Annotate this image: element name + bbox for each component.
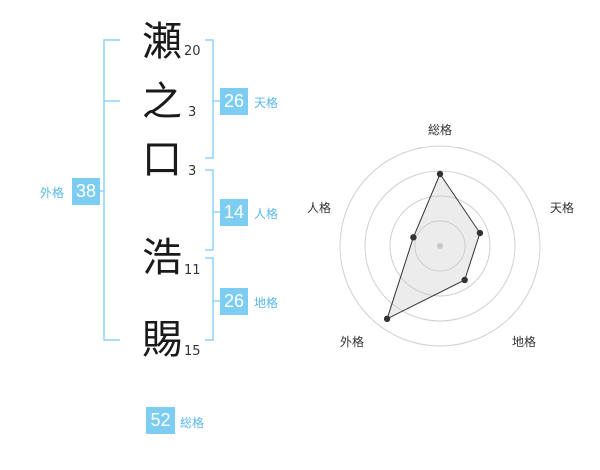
radar-ring-4 (339, 145, 541, 347)
stroke-count-4: 11 (184, 263, 201, 278)
radar-point-3 (461, 276, 468, 284)
radar-label-tenkaku: 天格 (550, 201, 575, 215)
name-char-4: 浩 (142, 235, 182, 281)
radar-point-4 (383, 315, 391, 323)
radar-label-jinkaku: 人格 (307, 201, 332, 215)
jinkaku-bracket (205, 169, 214, 251)
chikaku-bracket (205, 257, 214, 341)
gaikaku-label: 外格 (40, 186, 65, 200)
jinkaku-badge: 14 (220, 199, 248, 226)
stroke-count-1: 20 (184, 44, 201, 59)
radar-center-dot (437, 243, 443, 249)
radar-ring-2 (389, 195, 491, 297)
stroke-count-5: 15 (184, 344, 201, 359)
radar-point-1 (436, 170, 444, 178)
gaikaku-badge: 38 (72, 178, 100, 205)
radar-data-area (386, 172, 481, 320)
radar-label-gaikaku: 外格 (340, 335, 365, 349)
stroke-count-3: 3 (188, 164, 197, 179)
stroke-count-2: 3 (188, 105, 197, 120)
radar-point-5 (410, 234, 417, 241)
chikaku-badge: 26 (220, 288, 248, 315)
tenkaku-bracket (205, 39, 214, 159)
tenkaku-label: 天格 (254, 96, 279, 110)
name-char-1: 瀬 (142, 19, 182, 65)
radar-label-soukaku: 総格 (428, 123, 453, 137)
name-char-5: 賜 (142, 317, 182, 363)
chikaku-label: 地格 (254, 296, 279, 310)
radar-ring-1 (414, 220, 466, 272)
soukaku-label: 総格 (180, 416, 205, 430)
soukaku-badge: 52 (146, 407, 175, 434)
jinkaku-label: 人格 (254, 207, 279, 221)
name-char-2: 之 (142, 79, 182, 125)
radar-point-2 (476, 229, 484, 237)
name-char-3: 口 (142, 137, 182, 183)
tenkaku-badge: 26 (220, 88, 248, 115)
radar-label-chikaku: 地格 (512, 335, 537, 349)
gaikaku-bracket (103, 39, 120, 341)
